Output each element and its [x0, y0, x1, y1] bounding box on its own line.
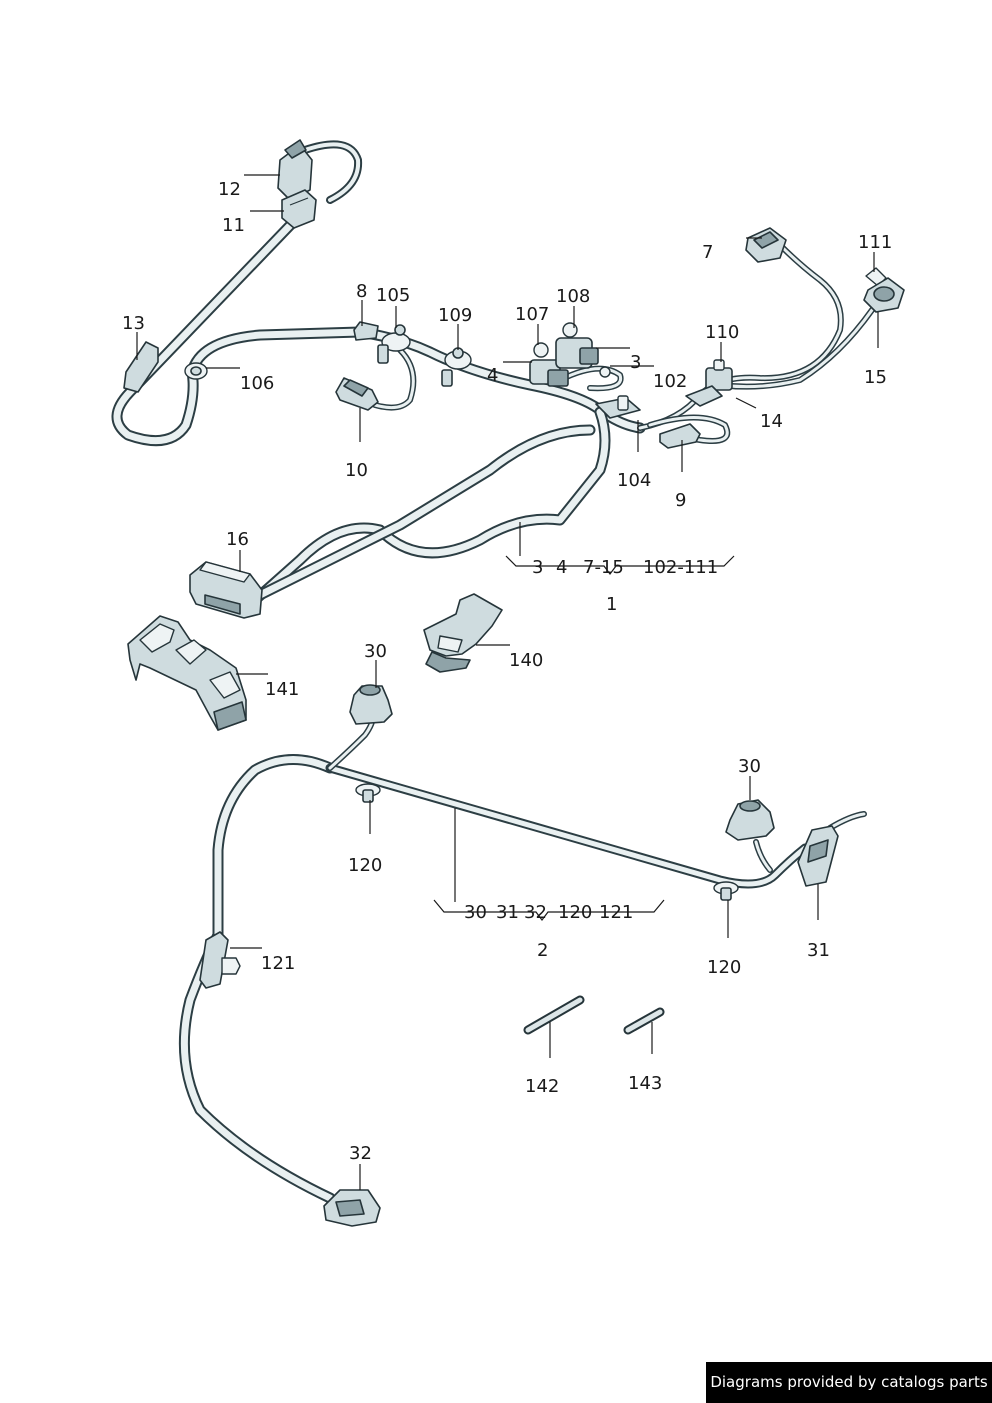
callout-8: 8	[356, 281, 367, 302]
callout-104: 104	[617, 470, 651, 491]
callout-102: 102	[653, 371, 687, 392]
group-1-member-7-15: 7-15	[583, 557, 624, 578]
callout-108: 108	[556, 286, 590, 307]
harness-1-drawing	[111, 140, 875, 606]
callout-9: 9	[675, 490, 686, 511]
callout-121: 121	[261, 953, 295, 974]
group-1-member-102-111: 102-111	[643, 557, 718, 578]
sensor-111-15	[863, 267, 905, 313]
connector-14	[685, 385, 723, 407]
connector-16	[189, 561, 263, 619]
pin-142	[523, 995, 585, 1035]
callout-120-left: 120	[348, 855, 382, 876]
callout-11: 11	[222, 215, 245, 236]
group-1-member-4: 4	[556, 557, 567, 578]
callout-111: 111	[858, 232, 892, 253]
valve-107	[529, 342, 569, 387]
callout-15: 15	[864, 367, 887, 388]
bracket-141	[127, 615, 247, 731]
valve-108	[555, 322, 599, 369]
callout-2: 2	[537, 940, 548, 961]
clip-120-right	[713, 881, 739, 901]
group-1-member-3: 3	[532, 557, 543, 578]
group-2-member-30: 30	[464, 902, 487, 923]
callout-7: 7	[702, 242, 713, 263]
connector-13	[123, 341, 159, 393]
clip-121	[199, 931, 241, 989]
pin-143	[623, 1007, 665, 1035]
hose-3	[599, 366, 611, 378]
group-2-member-32: 32	[524, 902, 547, 923]
connector-110	[705, 359, 733, 391]
callout-107: 107	[515, 304, 549, 325]
callout-109: 109	[438, 305, 472, 326]
connector-32	[323, 1189, 381, 1227]
group-2-member-120: 120	[558, 902, 592, 923]
callout-31: 31	[807, 940, 830, 961]
connector-11	[281, 189, 317, 229]
callout-3: 3	[630, 352, 641, 373]
connector-10	[335, 377, 379, 411]
callout-106: 106	[240, 373, 274, 394]
connector-31	[797, 825, 839, 887]
clip-8	[353, 321, 379, 341]
callout-labels: 12 11 13 8 105 109 107 108 7 111 110 3 4…	[122, 179, 892, 1164]
callout-16: 16	[226, 529, 249, 550]
connector-9	[659, 423, 701, 449]
group-2-member-31: 31	[496, 902, 519, 923]
callout-30-upper: 30	[364, 641, 387, 662]
callout-4: 4	[487, 365, 498, 386]
clip-109	[441, 347, 472, 387]
callout-32: 32	[349, 1143, 372, 1164]
credit-banner: Diagrams provided by catalogs parts	[706, 1362, 992, 1403]
clip-140	[423, 593, 503, 673]
callout-12: 12	[218, 179, 241, 200]
connector-7	[745, 227, 787, 263]
socket-30-right	[725, 799, 775, 841]
callout-10: 10	[345, 460, 368, 481]
callout-142: 142	[525, 1076, 559, 1097]
callout-14: 14	[760, 411, 783, 432]
connector-12	[277, 139, 313, 201]
callout-120-right: 120	[707, 957, 741, 978]
group-2-member-121: 121	[599, 902, 633, 923]
clip-105	[377, 324, 411, 364]
callout-13: 13	[122, 313, 145, 334]
callout-110: 110	[705, 322, 739, 343]
callout-140: 140	[509, 650, 543, 671]
socket-30-upper	[349, 684, 393, 725]
callout-143: 143	[628, 1073, 662, 1094]
callout-141: 141	[265, 679, 299, 700]
callout-30-right: 30	[738, 756, 761, 777]
clip-120-left	[355, 783, 381, 803]
leader-lines	[136, 174, 879, 1190]
grommet-106	[184, 362, 208, 380]
callout-105: 105	[376, 285, 410, 306]
callout-1: 1	[606, 594, 617, 615]
bracket-104	[595, 395, 641, 419]
